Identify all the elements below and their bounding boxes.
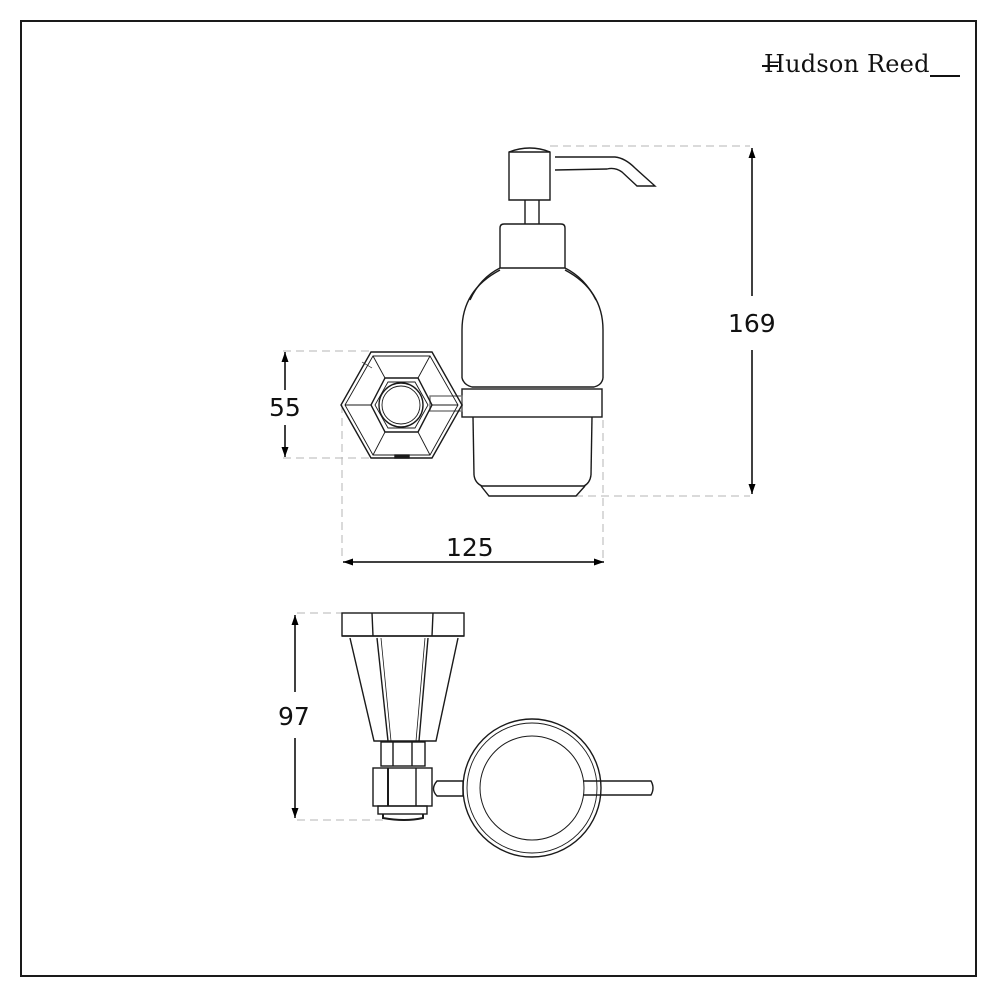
dimension-lines <box>281 148 756 566</box>
mount-arm <box>429 395 463 412</box>
logo-bar-right <box>929 75 960 77</box>
dimension-plan-height: 97 <box>278 702 310 731</box>
plan-arm <box>432 780 464 797</box>
plan-view <box>291 612 654 858</box>
dimension-mount-height: 55 <box>269 393 301 422</box>
logo-text: Hudson Reed <box>764 50 930 78</box>
logo-bar-left <box>762 65 778 67</box>
dimension-overall-depth: 125 <box>446 533 494 562</box>
ring-holder <box>462 718 654 858</box>
conical-mount <box>341 612 465 821</box>
bottle-body <box>461 267 604 497</box>
pump-head <box>499 147 657 268</box>
dimension-overall-height: 169 <box>728 309 776 338</box>
front-elevation-view <box>281 145 756 566</box>
brand-logo: Hudson Reed <box>762 50 960 78</box>
extension-lines <box>283 145 750 560</box>
plan-extension-lines <box>297 612 384 821</box>
drawing-border <box>20 20 977 977</box>
hex-wall-plate <box>340 351 463 459</box>
